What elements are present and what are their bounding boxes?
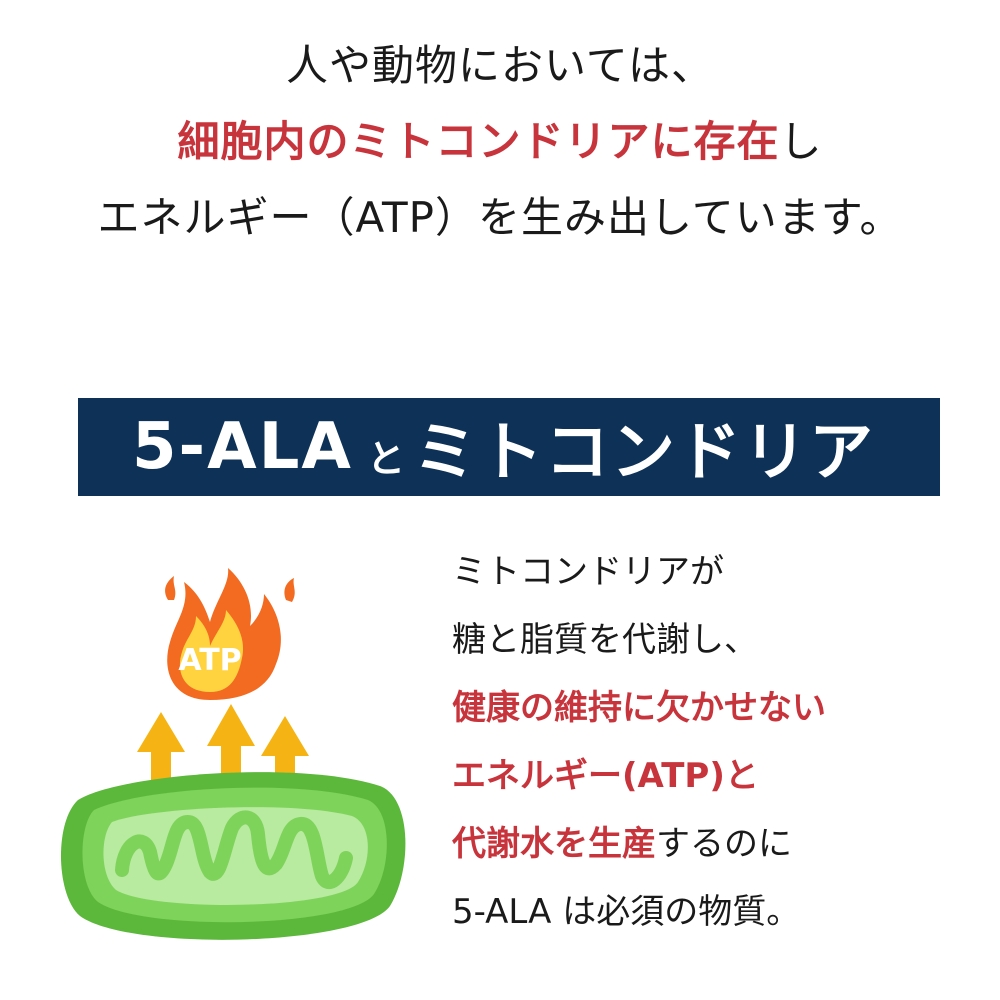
- flame-label: ATP: [178, 643, 241, 678]
- desc-line-2: 糖と脂質を代謝し、: [452, 620, 758, 660]
- description-text: ミトコンドリアが 糖と脂質を代謝し、 健康の維持に欠かせない エネルギー(ATP…: [452, 538, 992, 946]
- desc-line-1: ミトコンドリアが: [452, 552, 724, 592]
- desc-line-3: 健康の維持に欠かせない: [452, 688, 826, 728]
- flame-icon: ATP: [165, 568, 295, 700]
- desc-line-5-rest: するのに: [656, 824, 792, 864]
- section-banner: 5-ALA と ミトコンドリア: [78, 398, 940, 496]
- mitochondria-illustration: ATP: [50, 560, 420, 970]
- mitochondria-icon: [60, 772, 406, 940]
- banner-5ala: 5-ALA: [132, 410, 353, 484]
- desc-line-5-highlight: 代謝水を生産: [452, 824, 656, 864]
- banner-mitochondria: ミトコンドリア: [412, 416, 875, 490]
- intro-highlight: 細胞内のミトコンドリアに存在: [177, 117, 780, 166]
- mitochondria-illustration-svg: ATP: [60, 568, 406, 940]
- desc-line-6: 5-ALA は必須の物質。: [452, 892, 801, 932]
- banner-particle: と: [366, 436, 405, 481]
- desc-line-5: 代謝水を生産するのに: [452, 810, 992, 878]
- intro-text: 人や動物においては、 細胞内のミトコンドリアに存在し エネルギー（ATP）を生み…: [0, 28, 1000, 256]
- intro-line-3: エネルギー（ATP）を生み出しています。: [97, 193, 903, 242]
- intro-line-1: 人や動物においては、: [286, 41, 714, 90]
- desc-line-4: エネルギー(ATP)と: [452, 756, 759, 796]
- intro-line-2: 細胞内のミトコンドリアに存在し: [0, 104, 1000, 180]
- intro-line-2-rest: し: [779, 117, 823, 166]
- arrow-up-icon: [137, 704, 309, 800]
